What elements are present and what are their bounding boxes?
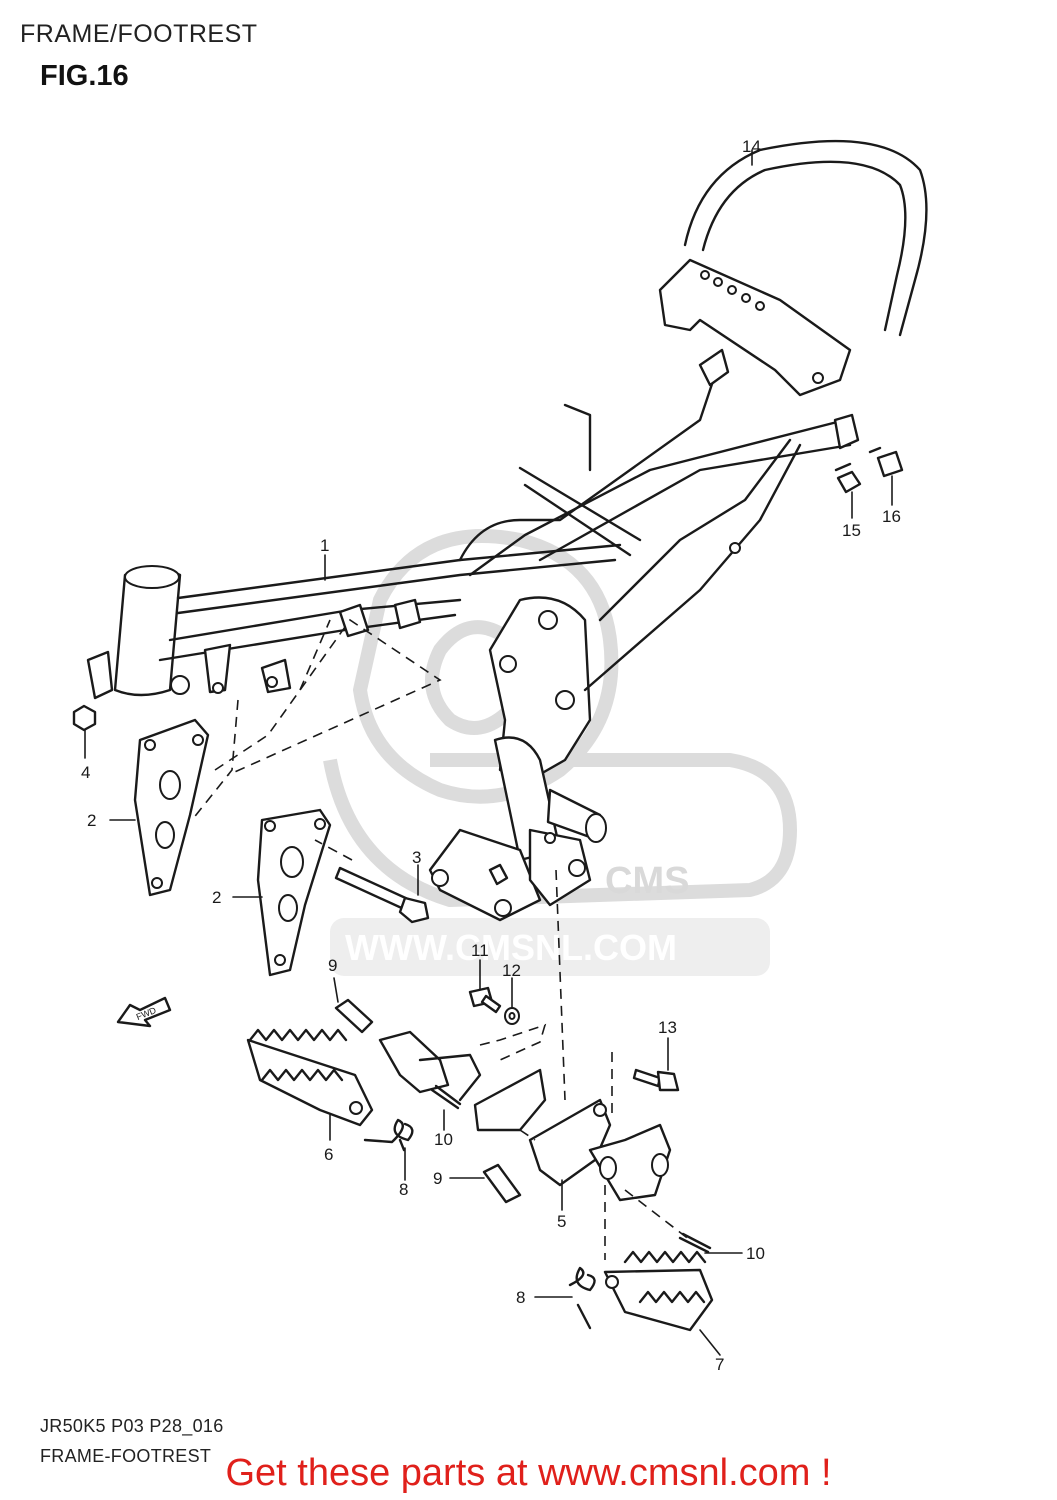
part-9-pin-lower — [482, 1163, 522, 1204]
callout-5: 5 — [557, 1212, 566, 1231]
watermark-url: WWW.CMSNL.COM — [345, 927, 677, 968]
callout-9-upper: 9 — [328, 956, 337, 975]
callout-4: 4 — [81, 763, 90, 782]
part-6-footpeg-left — [246, 1028, 374, 1127]
callout-6: 6 — [324, 1145, 333, 1164]
callout-3: 3 — [412, 848, 421, 867]
part-5-bracket — [378, 1030, 672, 1202]
part-4-nut — [72, 704, 97, 732]
callout-15: 15 — [842, 521, 861, 540]
callout-2-right: 2 — [212, 888, 221, 907]
callout-2-left: 2 — [87, 811, 96, 830]
cta-banner-link[interactable]: Get these parts at www.cmsnl.com ! — [225, 1452, 832, 1494]
part-2-plate-left — [133, 718, 210, 897]
part-1-frame — [86, 348, 860, 922]
footer-diagram-code: JR50K5 P03 P28_016 — [40, 1416, 224, 1436]
watermark-brand: CMS — [605, 860, 689, 902]
assembly-lines — [191, 618, 691, 1260]
leader-lines — [84, 149, 893, 1356]
callout-11: 11 — [471, 941, 489, 960]
figure-label: FIG.16 — [40, 60, 129, 92]
part-14-carrier — [658, 139, 928, 397]
part-2-plate-right — [256, 808, 332, 977]
callout-7: 7 — [715, 1355, 724, 1374]
part-16-bolt — [868, 446, 904, 478]
part-15-bolt — [834, 462, 862, 494]
callout-1: 1 — [320, 536, 329, 555]
fwd-direction-arrow: FWD — [116, 996, 172, 1028]
callout-8-lower: 8 — [516, 1288, 525, 1307]
part-13-bolt — [632, 1068, 680, 1092]
part-8-spring-lower — [568, 1266, 596, 1330]
part-9-pin-upper — [334, 998, 374, 1034]
page-title: FRAME/FOOTREST — [20, 20, 258, 48]
part-12-washer — [504, 1007, 520, 1025]
callout-16: 16 — [882, 507, 901, 526]
part-10-cotter-pin-upper — [430, 1084, 462, 1110]
callout-10-lower: 10 — [746, 1244, 765, 1263]
part-8-spring-upper — [363, 1118, 414, 1152]
callout-8-upper: 8 — [399, 1180, 408, 1199]
part-11-bolt — [468, 986, 502, 1014]
callout-13: 13 — [658, 1018, 677, 1037]
callout-10-upper: 10 — [434, 1130, 453, 1149]
callout-14: 14 — [742, 137, 761, 156]
part-7-footpeg-right — [603, 1250, 714, 1332]
watermark-logo: CMS WWW.CMSNL.COM — [323, 529, 797, 976]
footer-diagram-name: FRAME-FOOTREST — [40, 1446, 212, 1466]
part-3-bolt — [334, 866, 430, 924]
callout-labels: 1 2 2 3 4 5 6 7 8 8 9 9 10 10 11 12 13 1… — [81, 137, 901, 1374]
callout-9-lower: 9 — [433, 1169, 442, 1188]
callout-12: 12 — [502, 961, 521, 980]
part-10-cotter-pin-lower — [678, 1232, 712, 1254]
